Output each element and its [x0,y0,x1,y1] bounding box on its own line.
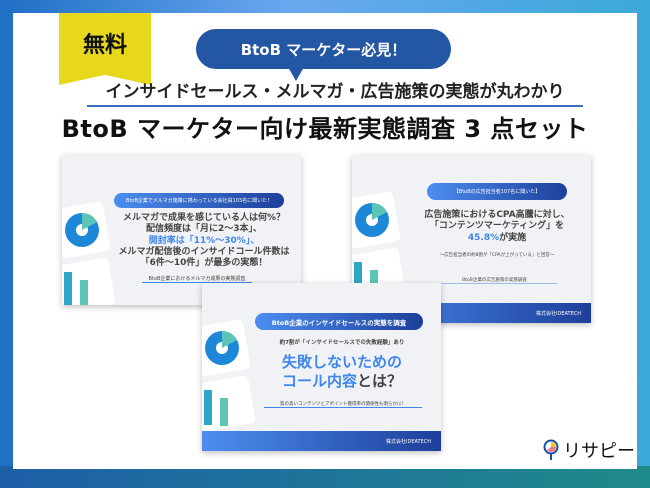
card-headline: 広告施策におけるCPA高騰に対し、 「コンテンツマーケティング」を 45.8%が… [407,210,587,244]
card-lead: 約7割が「インサイドセールスでの失敗経験」あり [279,340,405,346]
headline-line: 配信頻度は「月に2〜3本」、 [145,224,263,235]
headline-line: 広告施策におけるCPA高騰に対し、 [424,210,570,220]
headline-highlight: コール内容 [281,371,357,390]
card-pill: BtoB企業でメルマガ施策に携わっている会社員103名に聞いた！ [114,193,284,208]
report-card-inside-sales: BtoB企業のインサイドセールスの実態を調査 約7割が「インサイドセールスでの失… [202,283,441,451]
headline-line: メルマガ配信後のインサイドコール件数は [118,246,290,257]
risapy-logo: リサピー [543,437,635,463]
headline-line: とは？ [357,371,403,390]
page-title: BtoB マーケター向け最新実態調査 3 点セット [61,115,589,143]
card-note: 〜広告担当者の約8割が「CPAが上がっている」と回答〜 [439,253,555,258]
subtitle: インサイドセールス・メルマガ・広告施策の実態が丸わかり [87,77,583,107]
headline-line: 失敗しないための [281,353,402,371]
card-pill: BtoB企業のインサイドセールスの実態を調査 [255,313,423,330]
chart-illustration-icon [202,319,256,432]
logo-text: リサピー [563,441,635,462]
card-caption: BtoB企業の広告施策の実態調査 [432,277,557,284]
frame-bottom [0,466,650,488]
headline-line: メルマガで成果を感じている人は何%？ [122,213,286,223]
card-footer: 株式会社IDEATECH [202,431,441,451]
speech-bubble: BtoB マーケター必見！ [196,29,451,81]
free-badge: 無料 [59,13,151,85]
headline-line: が実施 [499,232,527,243]
chart-illustration-icon [62,201,116,305]
banner: 無料 BtoB マーケター必見！ インサイドセールス・メルマガ・広告施策の実態が… [13,13,637,469]
report-card-newsletter: BtoB企業でメルマガ施策に携わっている会社員103名に聞いた！ メルマガで成果… [62,155,301,305]
card-caption: 質の高いコンテンツとアポイント獲得率の関係性も明らかに！ [264,401,422,408]
magnifier-pie-icon [543,439,559,460]
headline-line: 開封率は「11%〜30%」、 [148,235,260,246]
card-headline: メルマガで成果を感じている人は何%？ 配信頻度は「月に2〜3本」、 開封率は「1… [114,213,294,269]
headline-highlight: 45.8% [467,232,500,243]
headline-line: 「6件〜10件」が最多の実態！ [140,258,268,268]
card-headline: 失敗しないための コール内容とは？ [257,353,427,391]
card-pill: 【BtoBの広告担当者107名に聞いた】 [427,183,567,200]
card-caption: BtoB企業におけるメルマガ成果の実態調査 [142,275,252,283]
headline-line: 「コンテンツマーケティング」を [429,221,565,232]
